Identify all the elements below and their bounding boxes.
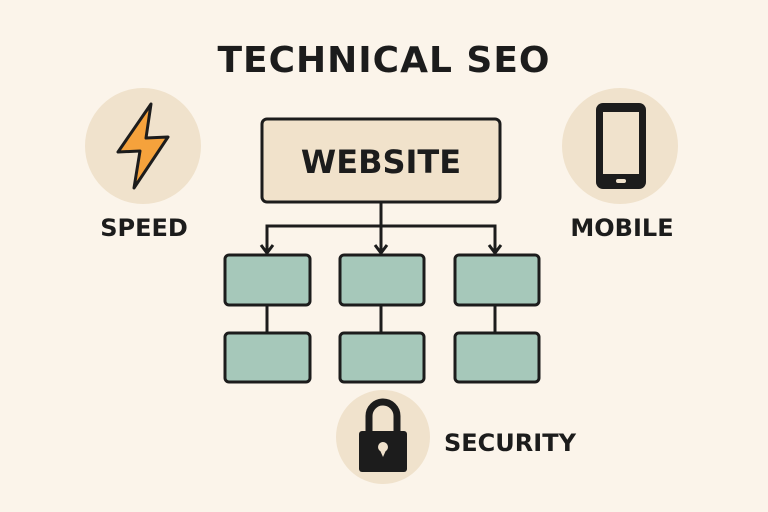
connectors <box>259 202 503 333</box>
child-page-box <box>338 253 426 307</box>
mobile-label: MOBILE <box>570 214 674 242</box>
smartphone-icon <box>596 103 646 189</box>
subpage-box <box>453 331 541 384</box>
speed-label: SPEED <box>100 214 188 242</box>
child-page-box <box>223 253 312 307</box>
website-label: WEBSITE <box>300 143 462 181</box>
child-page-box <box>453 253 541 307</box>
security-label: SECURITY <box>444 429 576 457</box>
padlock-icon <box>359 398 407 472</box>
lightning-bolt-icon <box>116 102 170 190</box>
diagram-title: TECHNICAL SEO <box>217 40 551 81</box>
subpage-box <box>223 331 312 384</box>
subpage-box <box>338 331 426 384</box>
